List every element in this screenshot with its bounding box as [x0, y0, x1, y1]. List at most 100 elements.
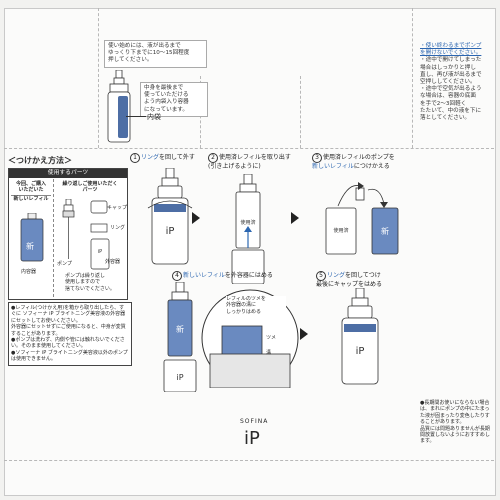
fold-line [4, 148, 494, 149]
keep-line: 使用しますので [65, 279, 101, 286]
inner-bag-note: 中身を最後まで 使っていただける よう内袋入り容器 になっています。 [140, 82, 208, 117]
note-line: 使い始めには、液が出るまで [108, 43, 181, 49]
svg-text:iP: iP [166, 226, 175, 237]
step-5-illustration: iP [341, 288, 379, 385]
note-line: 直し、再び液が出るまで [420, 71, 482, 78]
cap-illustration [90, 200, 108, 214]
bottom-right-notes: ●長期間お使いにならない場合は、まれにポンプの中にたまった液が固まったり変色した… [420, 400, 494, 445]
right-caution-note: ・使い終わるまでポンプ を開けないでください。 ・途中で開けてしまった 場合はし… [420, 43, 494, 122]
keep-line: 捨てないでください。 [65, 285, 115, 292]
step-highlight: 新しいレフィル [312, 163, 354, 170]
step-title-text: を外容器にはめる [224, 272, 273, 279]
note-line: よう内袋入り容器 [144, 99, 189, 106]
step-title-text: 使用済レフィルを取り出す [219, 154, 291, 161]
new-refill-illustration [20, 213, 44, 262]
parts-box: 使用するパーツ 今回、ご購入 いただいた 新しいレフィル 繰り返しご使用いただく… [8, 168, 128, 300]
step-arrow [192, 212, 200, 224]
step-highlight: リング [141, 154, 160, 161]
svg-text:使用済: 使用済 [333, 227, 348, 234]
outer-label: 内容器 [21, 269, 37, 275]
section-title: ＜つけかえ方法＞ [8, 156, 72, 165]
outer2-label: 外容器 [105, 259, 121, 265]
note-line: になっています。 [144, 106, 188, 113]
fold-line [412, 8, 413, 148]
step-title-text: を回して外す [159, 154, 195, 161]
step-highlight: 新しいレフィル [183, 272, 225, 279]
step-number: 3 [312, 153, 322, 163]
keep-line: ポンプは繰り返し [65, 273, 105, 279]
svg-text:iP: iP [176, 373, 183, 382]
pump-illustration [62, 199, 75, 259]
note-line: ・途中で開けてしまった [420, 57, 482, 64]
note-line: 落としてください。 [420, 115, 471, 122]
note-line: 中身を最後まで [144, 85, 184, 91]
fold-line [98, 8, 99, 148]
step-arrow [291, 212, 299, 224]
svg-text:新: 新 [176, 324, 184, 334]
inner-bag-label: 内袋 [147, 113, 161, 121]
leader-line [126, 116, 146, 117]
outer-container-illustration: iP [90, 238, 110, 270]
bottom-note: 外容器にセットせずにご使用になると、中身が変質することがあります。 [11, 324, 126, 337]
note-line: ゆっくり下までに10～15回程度 [108, 50, 190, 57]
zoom-line: 外容器の溝に [226, 302, 257, 309]
step-title-text: を回してつけ [345, 272, 381, 279]
step-number: 1 [130, 153, 140, 163]
note-line: 押してください。 [108, 57, 153, 64]
step-highlight: リング [327, 272, 346, 279]
step-arrow [300, 328, 308, 340]
bottom-note: ●長期間お使いにならない場合は、まれにポンプの中にたまった液が固まったり変色した… [420, 400, 490, 426]
bottom-note: 品質には問題ありませんが長期間放置しないようにおすすめします。 [420, 425, 490, 445]
step-2-illustration: 使用済 [231, 174, 265, 284]
refill-new-char: 新 [26, 242, 34, 251]
note-line: たたいて、中の液を下に [420, 107, 482, 114]
bottle-illustration-top [107, 70, 131, 143]
svg-text:新: 新 [381, 226, 389, 236]
ring-label: リング [110, 225, 126, 231]
parts-col1-line: 今回、ご購入 [15, 181, 46, 187]
step-number: 5 [316, 271, 326, 281]
step-title-text: 使用済レフィルのポンプを [323, 154, 395, 161]
zoom-line: レフィルのツメを [226, 296, 266, 302]
step-title-text: (引き上げるように) [208, 163, 261, 170]
fold-line [300, 76, 301, 148]
parts-header: 使用するパーツ [9, 169, 127, 178]
step-1-illustration: iP [147, 168, 193, 265]
caution-lead: を開けないでください。 [420, 50, 482, 57]
step-title-text: 最後にキャップをはめる [316, 281, 383, 288]
note-line: を手で2～3回軽く [420, 100, 467, 107]
bottom-note: ●ソフィーナ iP ブライトニング美容液以外のポンプは使用できません。 [11, 349, 128, 363]
parts-col2-line: パーツ [82, 187, 98, 194]
parts-divider [53, 179, 54, 297]
ip-logo: iP [244, 428, 260, 449]
top-usage-note: 使い始めには、液が出るまで ゆっくり下までに10～15回程度 押してください。 [104, 40, 207, 68]
pump-label: ポンプ [57, 261, 72, 267]
fold-line [4, 460, 494, 461]
step-number: 2 [208, 153, 218, 163]
step-number: 4 [172, 271, 182, 281]
svg-text:iP: iP [356, 346, 365, 357]
parts-col2-line: 繰り返しご使用いただく [62, 181, 118, 187]
tsume-label: ツメ [266, 335, 277, 341]
cap-label: キャップ [107, 205, 128, 211]
parts-col1-line: いただいた [18, 187, 44, 194]
step-3-illustration: 使用済 新 [325, 182, 399, 255]
svg-text:使用済: 使用済 [240, 219, 255, 226]
bottom-left-notes: ●レフィル(つけかえ用)を箱から取り出したら、すぐに ソフィーナ iP ブライト… [8, 302, 132, 366]
note-line: 使っていただける [144, 92, 189, 99]
note-line: 場合はしっかりと押し [420, 64, 476, 71]
zoom-line: しっかりはめる [226, 308, 262, 315]
note-line: ・途中で空気が出るよう [420, 86, 482, 93]
note-line: な場合は、容器の底面 [420, 93, 476, 100]
svg-text:iP: iP [98, 249, 102, 255]
parts-col2-head: 繰り返しご使用いただく パーツ [55, 181, 125, 194]
bottom-note: ●ポンプは洗わず、内側や管には触れないでください。そのまま使用してください。 [11, 337, 125, 350]
ring-illustration [90, 223, 108, 233]
keep-pump-note: ポンプは繰り返し 使用しますので 捨てないでください。 [65, 273, 127, 292]
note-line: 空押ししてください。 [420, 79, 476, 86]
